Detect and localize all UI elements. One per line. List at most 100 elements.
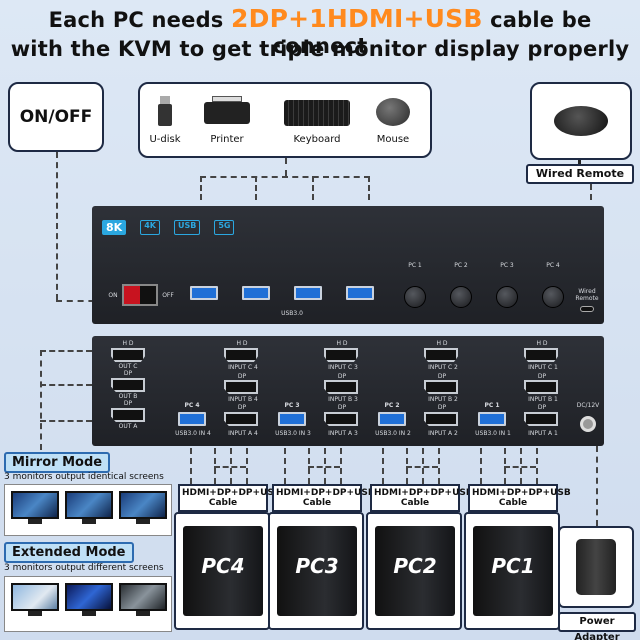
- input-b-label: INPUT B 3: [328, 396, 358, 403]
- peripheral-line-h: [200, 176, 370, 178]
- usb-port-front-4[interactable]: [346, 286, 374, 300]
- input-usb-label: USB3.0 IN 3: [275, 430, 311, 437]
- input-a-label: INPUT A 4: [228, 430, 258, 437]
- power-adapter-label: Power Adapter: [558, 612, 636, 640]
- pc2-button[interactable]: [450, 286, 472, 308]
- usb-stick-icon: [154, 96, 176, 126]
- input-a-dp-port[interactable]: [424, 412, 458, 426]
- peripheral-label-udisk: U-disk: [149, 134, 181, 145]
- badge-usb: USB: [173, 220, 201, 235]
- input-hd-label: H D: [436, 340, 448, 347]
- pc-tower-icon: [375, 526, 455, 616]
- power-switch[interactable]: [122, 284, 158, 306]
- mirror-mode-title: Mirror Mode: [4, 452, 111, 473]
- input-b-dp-port[interactable]: [524, 380, 558, 394]
- usb-port-front-2[interactable]: [242, 286, 270, 300]
- power-adapter-icon: [576, 539, 616, 595]
- out-a-dp-port[interactable]: [111, 408, 145, 422]
- input-dp2-label: DP: [237, 404, 247, 411]
- extended-monitor-3: [119, 583, 167, 625]
- pc1-button-label: PC 1: [408, 262, 422, 269]
- mouse-icon: [376, 98, 410, 126]
- input-b-label: INPUT B 1: [528, 396, 558, 403]
- input-c-hdmi-port[interactable]: [524, 348, 558, 362]
- remote-port[interactable]: [580, 306, 594, 312]
- usb-port-front-3[interactable]: [294, 286, 322, 300]
- input-c-hdmi-port[interactable]: [324, 348, 358, 362]
- cable-label-line2: Cable: [498, 498, 528, 508]
- input-usb-port[interactable]: [278, 412, 306, 426]
- input-b-dp-port[interactable]: [324, 380, 358, 394]
- input-dp1-label: DP: [337, 373, 347, 380]
- out-c-label: OUT C: [118, 363, 138, 370]
- onoff-box: ON/OFF: [8, 82, 104, 152]
- extended-monitors: [4, 576, 172, 632]
- dc-label: DC/12V: [576, 402, 600, 409]
- input-b-dp-port[interactable]: [424, 380, 458, 394]
- input-usb-pc-label: PC 1: [484, 402, 500, 409]
- mirror-monitors: [4, 484, 172, 536]
- peripheral-label-printer: Printer: [210, 134, 244, 145]
- input-usb-port[interactable]: [378, 412, 406, 426]
- out-hd-label: H D: [122, 340, 134, 347]
- pc-tower-icon: [277, 526, 357, 616]
- remote-icon: [554, 106, 608, 136]
- mirror-monitor-2: [65, 491, 113, 529]
- mirror-monitor-3: [119, 491, 167, 529]
- peripherals-box: U-disk Printer Keyboard Mouse: [138, 82, 432, 158]
- out-b-dp-port[interactable]: [111, 378, 145, 392]
- input-usb-port[interactable]: [478, 412, 506, 426]
- pc4-button[interactable]: [542, 286, 564, 308]
- input-a-dp-port[interactable]: [224, 412, 258, 426]
- badge-4k: 4K: [140, 220, 160, 235]
- cable-label-line1: HDMI+DP+DP+USB: [374, 488, 473, 498]
- input-b-label: INPUT B 2: [428, 396, 458, 403]
- pc-box: PC4: [174, 512, 270, 630]
- input-a-dp-port[interactable]: [524, 412, 558, 426]
- extended-mode-title: Extended Mode: [4, 542, 134, 563]
- input-usb-label: USB3.0 IN 4: [175, 430, 211, 437]
- dc-port[interactable]: [580, 416, 596, 432]
- onoff-line: [56, 152, 58, 300]
- input-b-dp-port[interactable]: [224, 380, 258, 394]
- mirror-monitor-1: [11, 491, 59, 529]
- input-usb-pc-label: PC 2: [384, 402, 400, 409]
- headline-highlight: 2DP+1HDMI+USB: [231, 4, 483, 33]
- input-a-dp-port[interactable]: [324, 412, 358, 426]
- input-a-label: INPUT A 2: [428, 430, 458, 437]
- input-c-hdmi-port[interactable]: [424, 348, 458, 362]
- headline-pre: Each PC needs: [48, 8, 232, 32]
- out-b-label: OUT B: [118, 393, 138, 400]
- remote-port-label: Wired Remote: [575, 288, 599, 302]
- onoff-line-h: [56, 300, 116, 302]
- input-usb-label: USB3.0 IN 1: [475, 430, 511, 437]
- mirror-mode-desc: 3 monitors output identical screens: [4, 472, 164, 482]
- input-a-label: INPUT A 3: [328, 430, 358, 437]
- pc3-button-label: PC 3: [500, 262, 514, 269]
- usb3-label: USB3.0: [281, 310, 303, 317]
- usb-ports-front: [190, 286, 374, 300]
- input-dp1-label: DP: [437, 373, 447, 380]
- input-c-hdmi-port[interactable]: [224, 348, 258, 362]
- pc1-button[interactable]: [404, 286, 426, 308]
- out-c-hdmi-port[interactable]: [111, 348, 145, 362]
- pc3-button[interactable]: [496, 286, 518, 308]
- remote-cable: [578, 160, 581, 166]
- cable-label-line1: HDMI+DP+DP+USB: [472, 488, 571, 498]
- input-dp2-label: DP: [537, 404, 547, 411]
- input-usb-pc-label: PC 3: [284, 402, 300, 409]
- headline-line2: with the KVM to get triple monitor displ…: [10, 37, 630, 61]
- usb-port-front-1[interactable]: [190, 286, 218, 300]
- kvm-front-panel: 8K 4K USB 5G ON OFF USB3.0 PC 1 PC 2 PC …: [92, 206, 604, 324]
- input-usb-port[interactable]: [178, 412, 206, 426]
- cable-label-line2: Cable: [208, 498, 238, 508]
- peripheral-line: [285, 158, 287, 176]
- power-adapter-box: [558, 526, 634, 608]
- input-usb-pc-label: PC 4: [184, 402, 200, 409]
- cable-label-line2: Cable: [400, 498, 430, 508]
